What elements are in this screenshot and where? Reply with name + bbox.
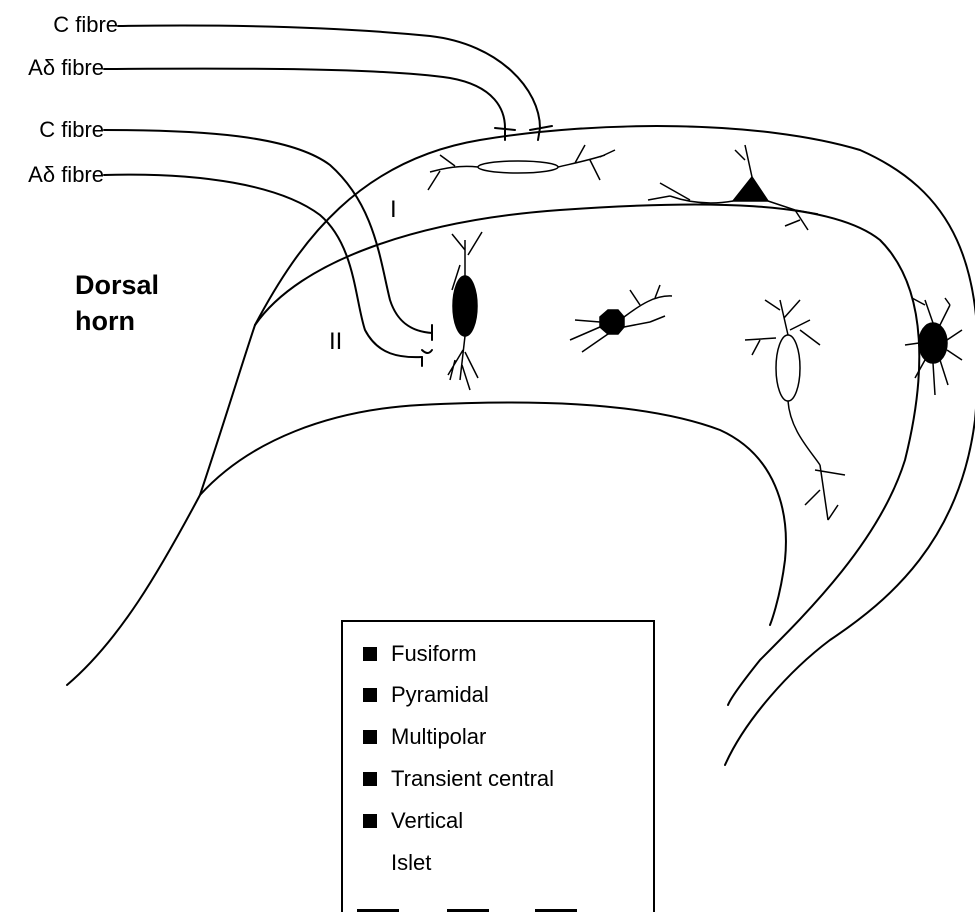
legend-item-label: Pyramidal [391,682,489,708]
pyramidal-dendrites [648,145,818,230]
lamina-i-label: I [390,198,397,222]
vertical-cell-body [919,323,947,363]
lamina-ii-label: II [329,330,342,354]
legend-item-label: Vertical [391,808,463,834]
legend-item-multipolar: Multipolar [363,725,486,749]
legend-item-label: Transient central [391,766,554,792]
a-delta-fibre-1-terminal [495,128,515,140]
a-delta-fibre-label-2: Aδ fibre [6,164,104,186]
legend-item-label: Multipolar [391,724,486,750]
legend-marker-square [363,730,377,744]
pyramidal-cell-body [733,177,768,201]
c-fibre-1-axon [118,25,540,128]
multipolar-cell-body [600,310,624,334]
a-delta-fibre-2-terminal [422,350,432,366]
dorsal-horn-outer-left-edge [67,325,255,685]
a-delta-fibre-label-1: Aδ fibre [6,57,104,79]
legend-marker-square [363,814,377,828]
islet-cell-body [478,161,558,173]
lamina-ii-inner-boundary [200,403,786,625]
c-fibre-label-1: C fibre [20,14,118,36]
legend-item-vertical: Vertical [363,809,463,833]
fusiform-cell-body [453,276,477,336]
legend-marker-square [363,772,377,786]
legend-item-pyramidal: Pyramidal [363,683,489,707]
legend-item-fusiform: Fusiform [363,642,477,666]
transient-central-cell-body [776,335,800,401]
a-delta-fibre-2-axon [104,175,422,358]
legend-item-label: Islet [391,850,431,876]
cell-type-legend: Fusiform Pyramidal Multipolar Transient … [341,620,655,912]
legend-marker-square [363,647,377,661]
legend-marker-none [363,856,377,870]
dorsal-horn-title-line1: Dorsal [75,272,159,299]
c-fibre-label-2: C fibre [6,119,104,141]
legend-item-label: Fusiform [391,641,477,667]
legend-marker-square [363,688,377,702]
legend-item-transient-central: Transient central [363,767,554,791]
dorsal-horn-title-line2: horn [75,308,135,335]
legend-item-islet: Islet [363,851,431,875]
a-delta-fibre-1-axon [104,69,505,128]
transient-central-dendrites [745,300,845,520]
